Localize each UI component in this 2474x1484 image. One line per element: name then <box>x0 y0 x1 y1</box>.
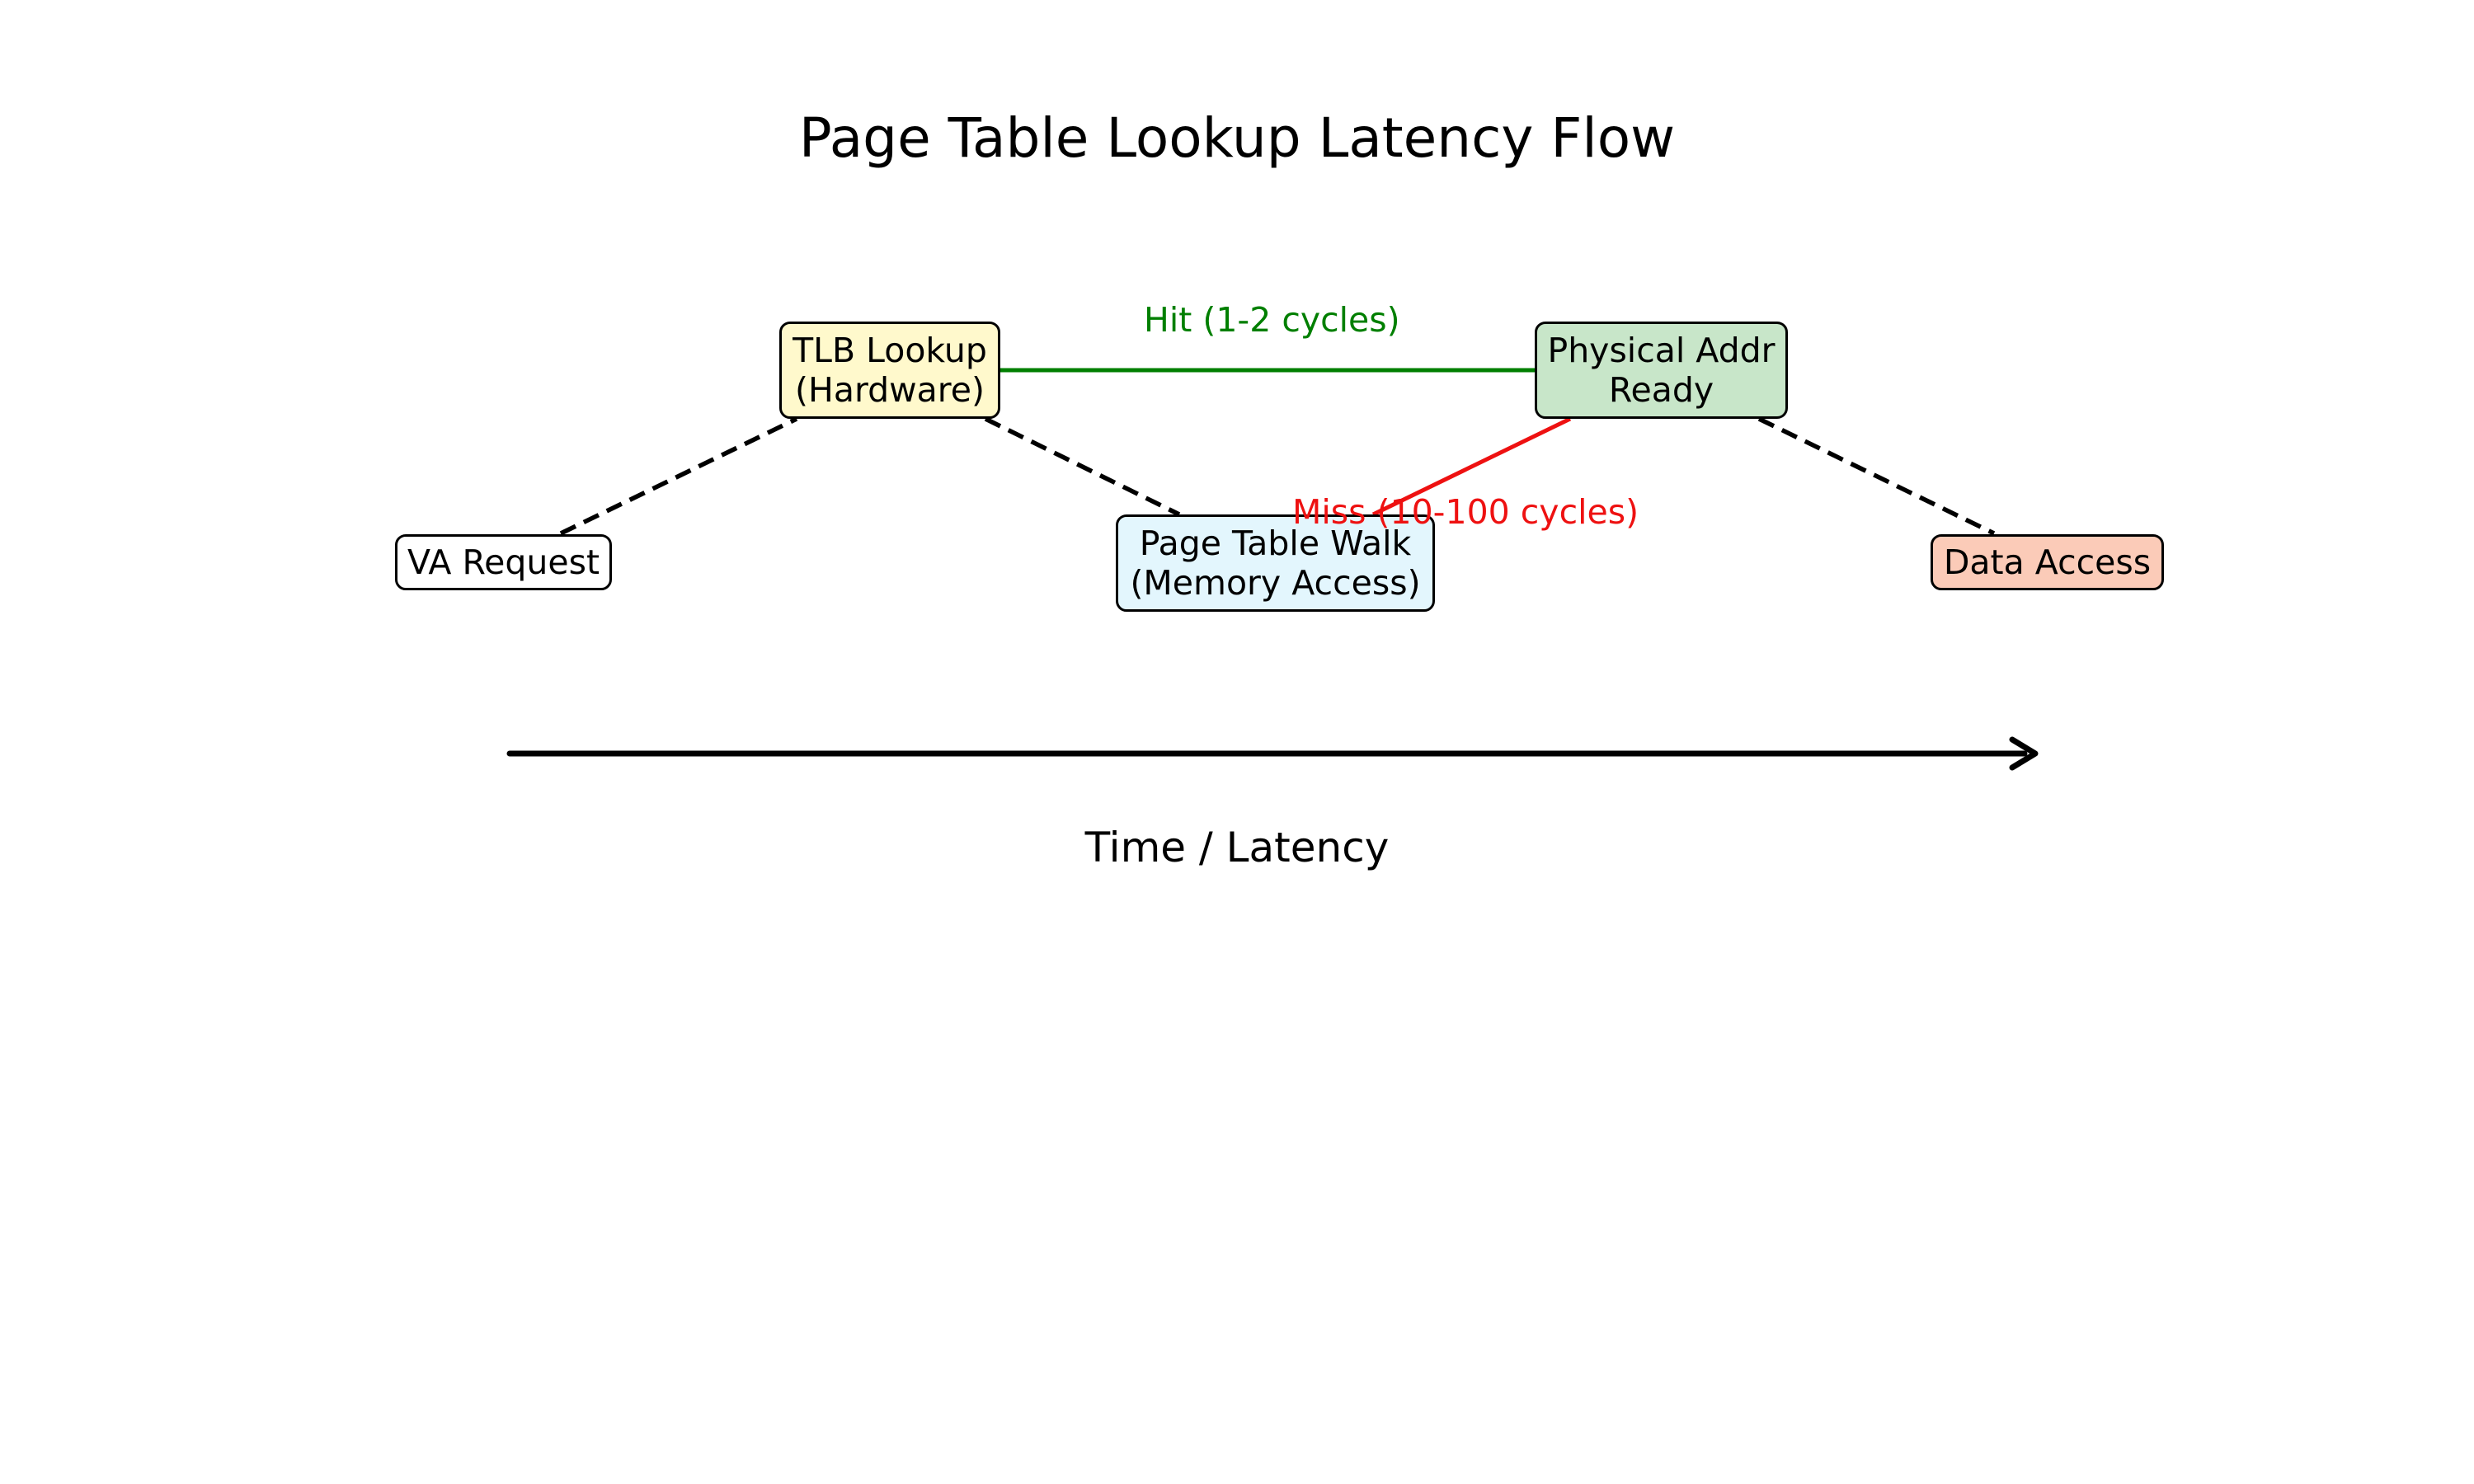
time-axis-label: Time / Latency <box>1084 824 1390 871</box>
node-page-table-walk-line-2: (Memory Access) <box>1130 563 1421 603</box>
edge-physical-to-data <box>1757 416 1996 536</box>
node-page-table-walk-line-1: Page Table Walk <box>1139 524 1412 563</box>
node-physical-addr-line-1: Physical Addr <box>1547 331 1776 370</box>
time-axis-arrowhead <box>2009 736 2039 771</box>
node-data-access: Data Access <box>1931 534 2164 590</box>
edge-miss <box>1371 416 1572 517</box>
page-title: Page Table Lookup Latency Flow <box>798 106 1676 170</box>
node-physical-addr-line-2: Ready <box>1608 370 1714 410</box>
node-va-request: VA Request <box>395 534 612 590</box>
node-data-access-line-1: Data Access <box>1943 542 2152 582</box>
edge-tlb-to-walk <box>984 416 1181 517</box>
miss-label: Miss (10-100 cycles) <box>1292 492 1639 532</box>
node-tlb-lookup-line-1: TLB Lookup <box>793 331 987 370</box>
node-physical-addr-ready: Physical Addr Ready <box>1535 322 1788 419</box>
node-tlb-lookup-line-2: (Hardware) <box>795 370 985 410</box>
node-page-table-walk: Page Table Walk (Memory Access) <box>1116 514 1435 612</box>
node-va-request-line-1: VA Request <box>407 542 600 582</box>
node-tlb-lookup: TLB Lookup (Hardware) <box>779 322 1000 419</box>
edge-va-to-tlb <box>559 416 798 536</box>
hit-label: Hit (1-2 cycles) <box>1144 300 1400 340</box>
